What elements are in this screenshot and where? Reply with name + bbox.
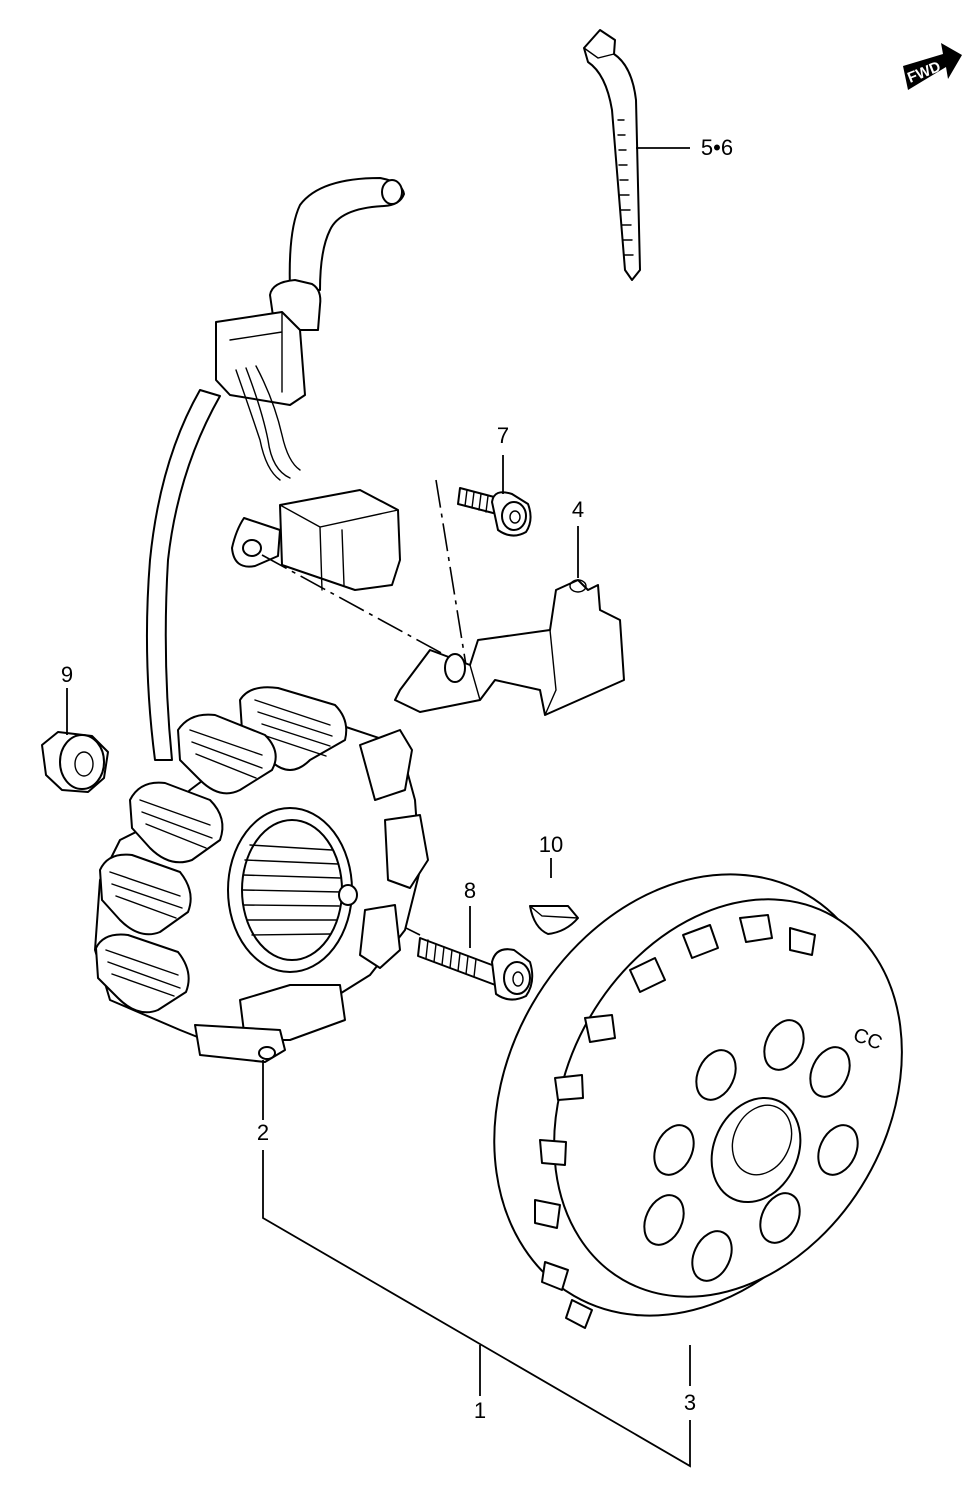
woodruff-key-10 (529, 905, 579, 935)
bolt-8 (417, 937, 534, 1001)
alignment-line-bolt7 (435, 479, 471, 691)
flange-nut-9 (41, 731, 109, 793)
callout-1: 1 (474, 1398, 486, 1423)
cable-tie (583, 29, 641, 281)
assembly-bracket-1 (262, 1150, 691, 1468)
rotor-3: CC (493, 873, 903, 1329)
callout-3: 3 (684, 1390, 696, 1415)
callout-8: 8 (464, 878, 476, 903)
pickup-coil (231, 489, 401, 591)
stator-2 (94, 686, 429, 1063)
callout-2: 2 (257, 1120, 269, 1145)
wire-harness (145, 177, 405, 761)
callout-5-6: 5•6 (701, 135, 733, 160)
callout-4: 4 (572, 497, 584, 522)
bracket-4 (394, 579, 625, 716)
fwd-arrow-icon: FWD (903, 43, 962, 90)
alignment-line-coil (261, 554, 446, 656)
fwd-label: FWD (905, 58, 943, 87)
callout-9: 9 (61, 662, 73, 687)
callout-10: 10 (539, 832, 563, 857)
bolt-7 (457, 487, 532, 537)
callout-7: 7 (497, 423, 509, 448)
